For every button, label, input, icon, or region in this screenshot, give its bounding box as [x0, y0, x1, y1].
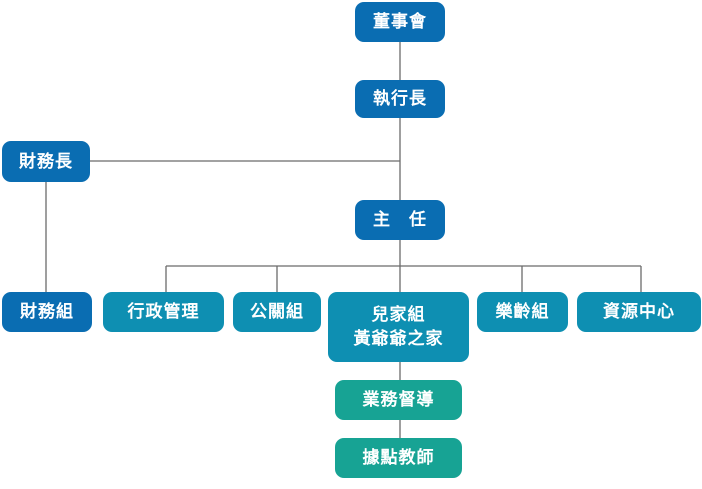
children-home-label-line2: 黃爺爺之家: [353, 329, 444, 349]
board-node: 董事會: [355, 2, 445, 42]
children-home-label-line1: 兒家組: [371, 305, 426, 325]
elder-group-node: 樂齡組: [477, 292, 568, 332]
resource-center-label: 資源中心: [603, 302, 675, 322]
finance-group-label: 財務組: [20, 302, 74, 322]
finance-group-node: 財務組: [2, 292, 92, 332]
admin-mgmt-label: 行政管理: [127, 302, 200, 322]
cfo-node: 財務長: [2, 141, 90, 182]
supervision-node: 業務督導: [335, 380, 462, 420]
supervision-label: 業務督導: [362, 390, 435, 410]
ceo-node: 執行長: [355, 80, 445, 118]
admin-mgmt-node: 行政管理: [103, 292, 224, 332]
site-teachers-node: 據點教師: [335, 438, 462, 478]
board-label: 董事會: [373, 12, 427, 32]
pr-group-node: 公關組: [233, 292, 321, 332]
site-teachers-label: 據點教師: [362, 448, 435, 468]
resource-center-node: 資源中心: [577, 292, 701, 332]
pr-group-label: 公關組: [250, 302, 304, 322]
director-node: 主 任: [355, 200, 445, 240]
ceo-label: 執行長: [373, 89, 427, 109]
director-label: 主 任: [373, 210, 427, 230]
children-home-node: 兒家組 黃爺爺之家: [328, 292, 469, 362]
cfo-label: 財務長: [19, 151, 73, 172]
elder-group-label: 樂齡組: [495, 302, 550, 322]
